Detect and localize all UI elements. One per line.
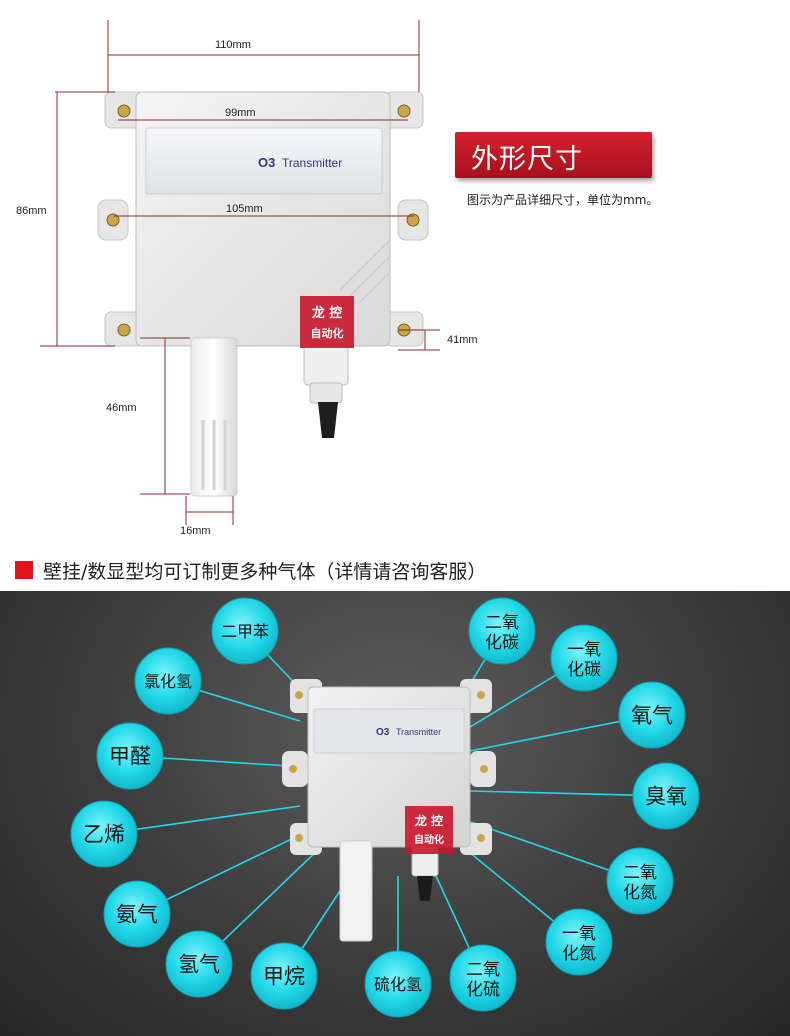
gas-bubble-circle [632, 762, 700, 830]
cable-gland-nut [309, 382, 343, 404]
gas-bubble-circle [364, 950, 432, 1018]
gas-bubble-circle [134, 647, 202, 715]
gas-label: 二甲苯 [221, 622, 269, 641]
device-label-prefix: O3 [258, 155, 275, 170]
dim-41: 41mm [447, 334, 478, 346]
cable-gland [303, 344, 349, 386]
gas-label: 化碳 [485, 633, 519, 653]
dim-16: 16mm [180, 525, 211, 537]
gas-label: 臭氧 [645, 785, 687, 809]
probe-slots [201, 420, 227, 490]
gas-bubble: 乙烯 [70, 800, 138, 868]
section-title: 外形尺寸 [471, 144, 583, 175]
gas-label: 二氧 [466, 960, 500, 980]
dim-99: 99mm [225, 107, 256, 119]
gas-bubble: 氯化氢 [134, 647, 202, 715]
dimension-diagram-section [0, 0, 790, 545]
gas-bubble-circle [103, 880, 171, 948]
section-title-badge: 外形尺寸 [455, 132, 652, 178]
gas-label: 氢气 [178, 953, 220, 977]
gas-label: 甲醛 [109, 745, 151, 769]
watermark2-line1: 龙 控 [415, 813, 443, 828]
gas-bubbles: 二甲苯二氧化碳一氧化碳氯化氢氧气甲醛臭氧乙烯二氧化氮氨气一氧化氮氢气甲烷硫化氢二… [70, 597, 700, 1018]
gas-label: 化氮 [562, 944, 596, 964]
gas-label: 氨气 [116, 903, 158, 927]
banner-strip [0, 545, 790, 591]
gas-label: 氯化氢 [144, 672, 192, 691]
gas-label: 硫化氢 [374, 975, 422, 994]
gas-bubble-circle [606, 847, 674, 915]
dim-86: 86mm [16, 205, 47, 217]
transmitter-device [282, 679, 496, 942]
gas-diagram: O3 Transmitter 龙 控 自动化 二甲苯二氧化碳一氧化碳氯化氢氧气甲… [70, 597, 700, 1018]
gas-label: 二氧 [623, 863, 657, 883]
gas-bubble-circle [468, 597, 536, 665]
gas-label: 二氧 [485, 613, 519, 633]
dimension-drawing: O3 Transmitter 龙 控 自动化 [16, 20, 478, 537]
screw-icons [106, 104, 420, 337]
gas-bubble-circle [449, 944, 517, 1012]
unit-note: 图示为产品详细尺寸，单位为mm。 [467, 193, 659, 207]
gas-bubble-circle [165, 930, 233, 998]
gas-bubble: 甲醛 [96, 722, 164, 790]
gas-bubble: 二甲苯 [211, 597, 279, 665]
gas-bubble-circle [70, 800, 138, 868]
gas-label: 氧气 [631, 704, 673, 728]
gas-label: 甲烷 [263, 965, 305, 989]
watermark-badge [300, 296, 354, 348]
dim-110: 110mm [215, 39, 251, 51]
cable [318, 402, 338, 438]
gas-bubble: 硫化氢 [364, 950, 432, 1018]
gas-label: 化碳 [567, 660, 601, 680]
gas-bubble-circle [550, 624, 618, 692]
banner-text: 壁挂/数显型均可订制更多种气体（详情请咨询客服） [43, 561, 487, 583]
gas-label: 化硫 [466, 980, 500, 1000]
watermark-line1: 龙 控 [312, 305, 343, 321]
gas-bubble: 臭氧 [632, 762, 700, 830]
housing-ridges [339, 239, 391, 303]
gas-bubble: 氢气 [165, 930, 233, 998]
gas-bubble-circle [211, 597, 279, 665]
gas-bubble: 氧气 [618, 681, 686, 749]
gas-bubble-circle [250, 942, 318, 1010]
device-label-suffix: Transmitter [282, 156, 342, 170]
gas-label: 一氧 [562, 924, 596, 944]
gas-label: 化氮 [623, 883, 657, 903]
gas-label: 一氧 [567, 640, 601, 660]
gas-label: 乙烯 [83, 823, 125, 847]
gas-bubble: 氨气 [103, 880, 171, 948]
gas-bubble: 甲烷 [250, 942, 318, 1010]
gas-bubble-circle [618, 681, 686, 749]
gas-bubble-circle [545, 908, 613, 976]
banner-square-icon [15, 561, 33, 579]
device-label-prefix-2: O3 [376, 727, 390, 738]
dim-46: 46mm [106, 402, 137, 414]
watermark-line2: 自动化 [311, 326, 344, 340]
display-window [145, 127, 383, 195]
device-label-suffix-2: Transmitter [396, 727, 441, 737]
gas-bubble-circle [96, 722, 164, 790]
dim-105: 105mm [226, 203, 263, 215]
watermark2-line2: 自动化 [414, 833, 444, 846]
dimension-lines [40, 20, 440, 525]
